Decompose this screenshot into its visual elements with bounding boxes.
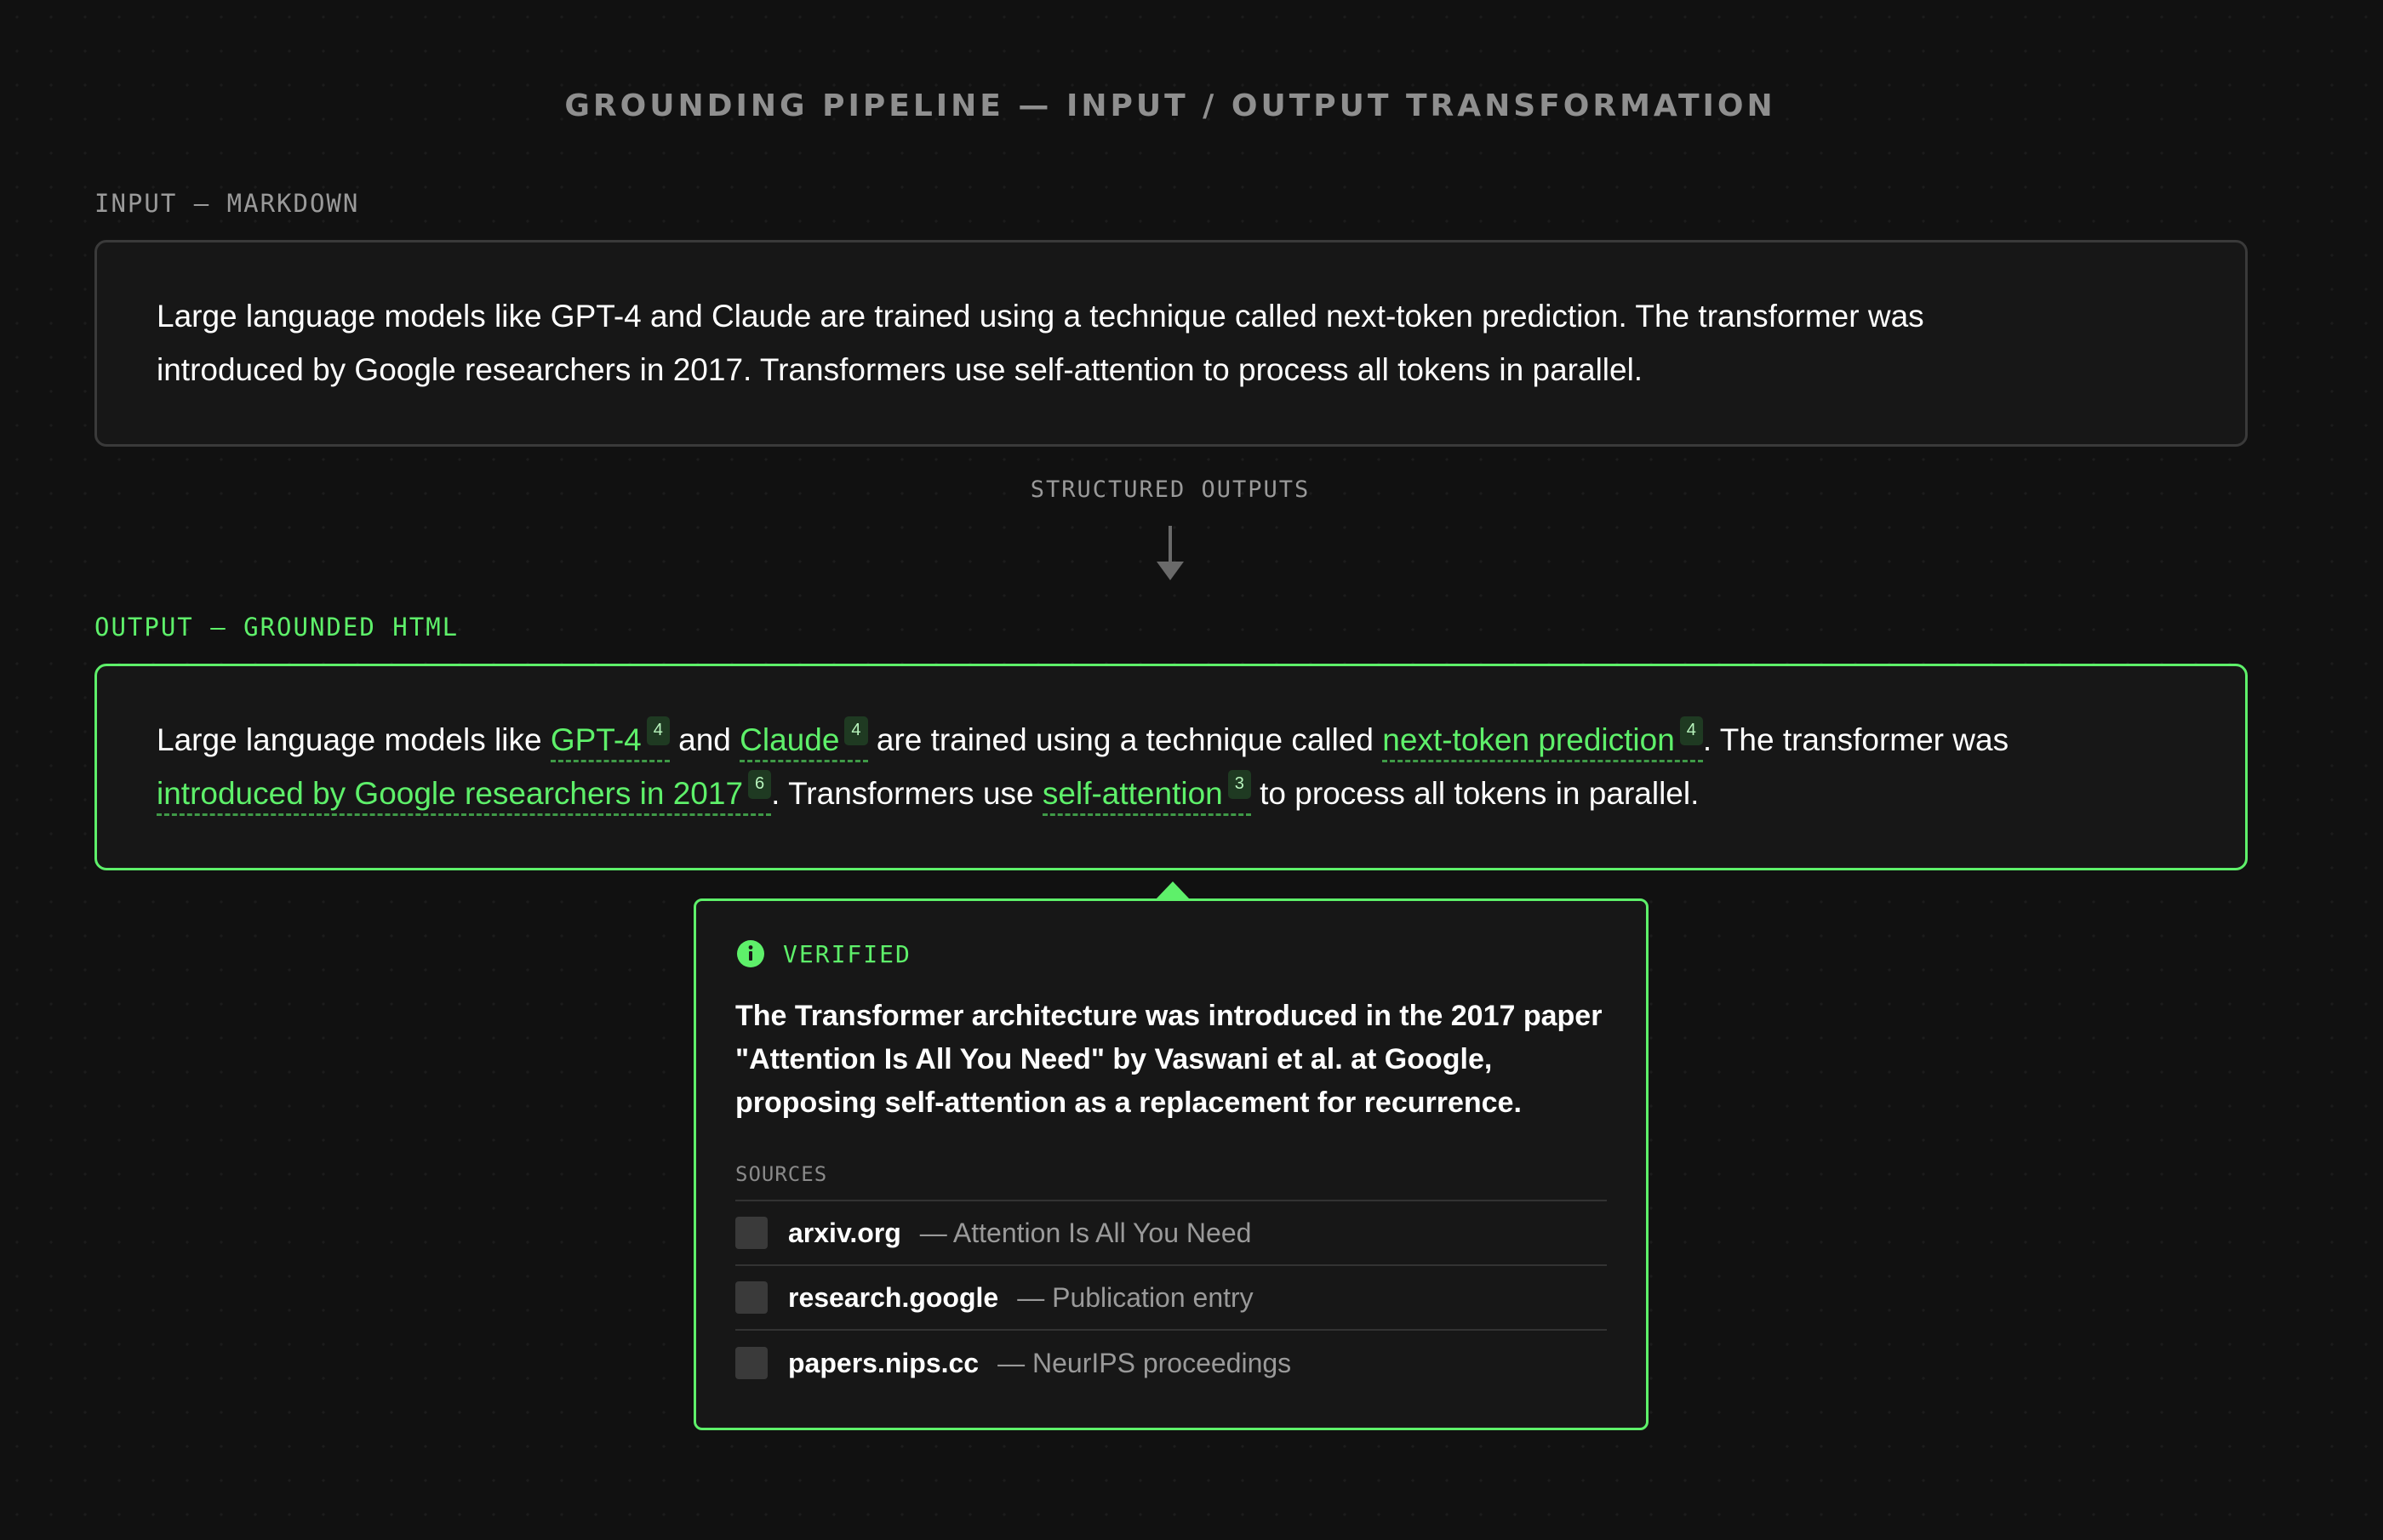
sources-list: arxiv.org — Attention Is All You Need re…	[735, 1201, 1607, 1395]
verified-header: VERIFIED	[735, 938, 1607, 969]
plain-text: Large language models like	[157, 722, 551, 757]
citation-count-badge: 3	[1227, 770, 1251, 799]
popover-caret	[1155, 881, 1191, 900]
source-item-research-google[interactable]: research.google — Publication entry	[735, 1266, 1607, 1331]
down-arrow-icon	[1157, 562, 1184, 580]
down-arrow-shaft	[1169, 526, 1172, 568]
grounded-text[interactable]: Claude	[740, 722, 840, 757]
source-description: — NeurIPS proceedings	[997, 1347, 1292, 1378]
claim-line-3: proposing self-attention as a replacemen…	[735, 1087, 1522, 1119]
output-section-label: OUTPUT — GROUNDED HTML	[94, 613, 460, 642]
connector-label: STRUCTURED OUTPUTS	[1030, 476, 1311, 503]
input-text-line-1: Large language models like GPT-4 and Cla…	[157, 299, 1924, 334]
citation-count-badge: 4	[646, 716, 670, 745]
plain-text: and	[669, 722, 740, 757]
source-domain[interactable]: research.google	[788, 1281, 999, 1313]
grounded-span-google-2017[interactable]: introduced by Google researchers in 2017…	[157, 770, 772, 816]
plain-text: are trained using a technique called	[867, 722, 1383, 757]
verified-status: VERIFIED	[783, 939, 911, 968]
plain-text: . Transformers use	[771, 776, 1043, 811]
source-item-arxiv[interactable]: arxiv.org — Attention Is All You Need	[735, 1201, 1607, 1266]
grounded-text[interactable]: next-token prediction	[1382, 722, 1675, 757]
source-item-nips[interactable]: papers.nips.cc — NeurIPS proceedings	[735, 1331, 1607, 1395]
citation-count-badge: 4	[844, 716, 868, 745]
citation-count-badge: 4	[1679, 716, 1703, 745]
sources-label: SOURCES	[735, 1162, 1607, 1201]
source-domain[interactable]: arxiv.org	[788, 1217, 901, 1248]
source-domain[interactable]: papers.nips.cc	[788, 1347, 980, 1378]
favicon-icon	[735, 1281, 768, 1314]
grounded-text[interactable]: self-attention	[1042, 776, 1223, 811]
verification-popover: VERIFIED The Transformer architecture wa…	[694, 898, 1649, 1430]
input-section-label: INPUT — MARKDOWN	[94, 189, 360, 218]
plain-text: to process all tokens in parallel.	[1250, 776, 1700, 811]
grounded-text[interactable]: introduced by Google researchers in 2017	[157, 776, 744, 811]
favicon-icon	[735, 1217, 768, 1249]
claim-line-1: The Transformer architecture was introdu…	[735, 1000, 1603, 1032]
page-title: GROUNDING PIPELINE — INPUT / OUTPUT TRAN…	[564, 88, 1776, 123]
citation-count-badge: 6	[748, 770, 772, 799]
info-icon	[737, 940, 764, 967]
favicon-icon	[735, 1347, 768, 1379]
input-text-line-2: introduced by Google researchers in 2017…	[157, 352, 1643, 387]
claim-text: The Transformer architecture was introdu…	[735, 995, 1607, 1125]
claim-line-2: "Attention Is All You Need" by Vaswani e…	[735, 1043, 1493, 1075]
output-text-line-2: introduced by Google researchers in 2017…	[157, 767, 2186, 820]
plain-text: . The transformer was	[1702, 722, 2009, 757]
source-description: — Publication entry	[1017, 1281, 1254, 1313]
grounded-text[interactable]: GPT-4	[550, 722, 642, 757]
input-markdown-panel: Large language models like GPT-4 and Cla…	[94, 240, 2248, 447]
source-description: — Attention Is All You Need	[919, 1217, 1252, 1248]
